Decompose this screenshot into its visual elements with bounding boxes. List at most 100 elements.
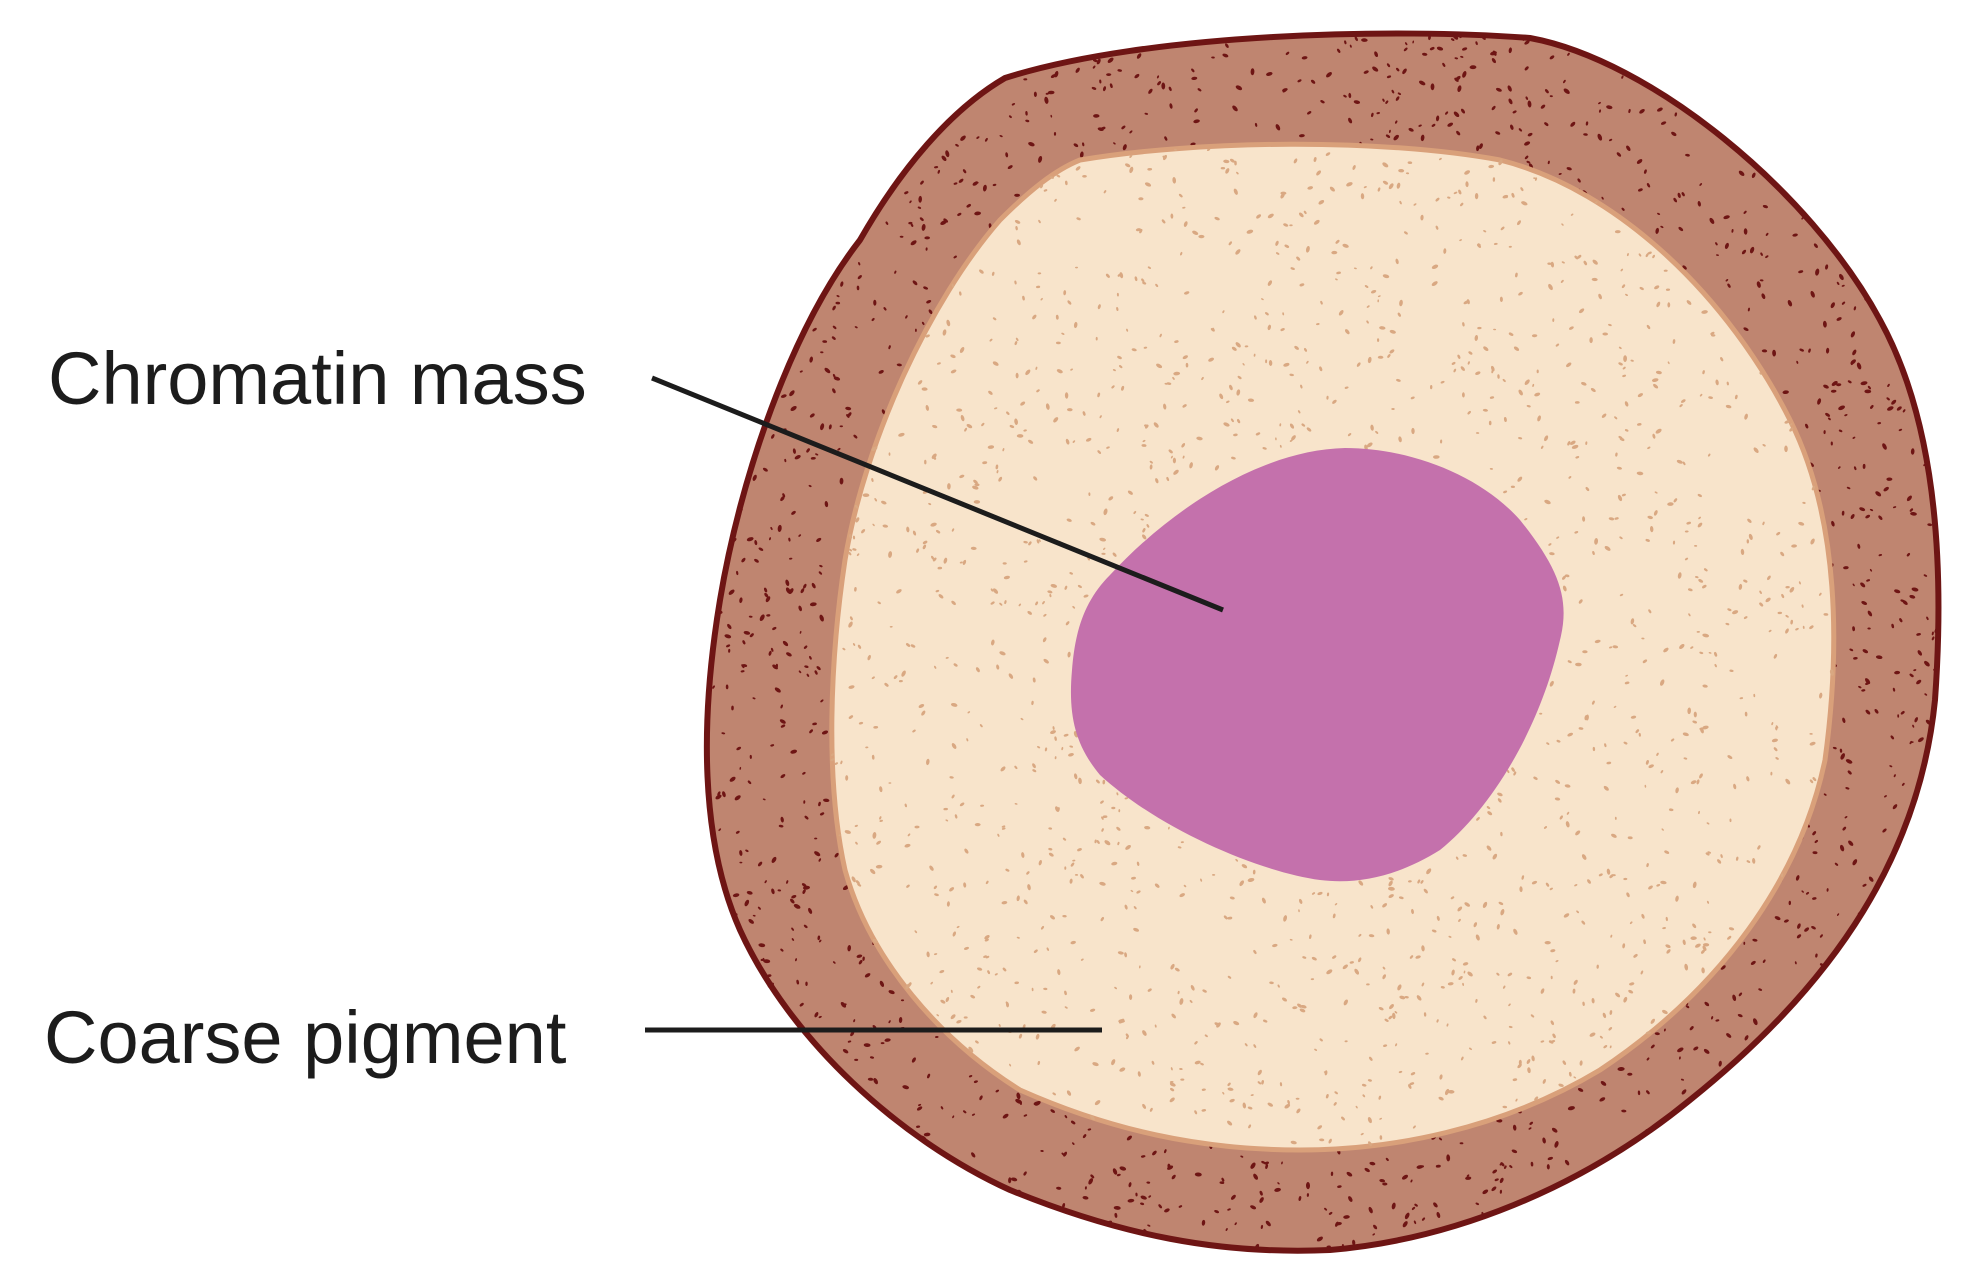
pigment-dot	[1530, 1161, 1534, 1167]
pigment-dot	[1692, 881, 1697, 889]
pigment-dot	[1653, 510, 1658, 516]
pigment-dot	[1589, 1032, 1596, 1037]
pigment-dot	[1695, 576, 1699, 579]
pigment-dot	[1628, 108, 1631, 114]
pigment-dot	[1091, 86, 1097, 90]
pigment-dot	[1690, 646, 1694, 649]
pigment-dot	[1367, 1117, 1372, 1124]
pigment-dot	[1801, 890, 1804, 893]
pigment-dot	[1859, 507, 1866, 512]
pigment-dot	[848, 621, 853, 628]
pigment-dot	[1303, 210, 1307, 215]
pigment-dot	[817, 935, 821, 941]
pigment-dot	[1408, 880, 1412, 883]
pigment-dot	[1239, 880, 1245, 887]
pigment-dot	[1180, 1078, 1185, 1081]
pigment-dot	[1457, 85, 1462, 93]
pigment-dot	[1222, 53, 1229, 58]
pigment-dot	[889, 625, 893, 628]
pigment-dot	[1578, 308, 1585, 314]
pigment-dot	[1664, 850, 1670, 854]
pigment-dot	[1830, 441, 1833, 446]
pigment-dot	[1699, 393, 1703, 397]
pigment-dot	[976, 136, 980, 139]
pigment-dot	[1457, 354, 1461, 359]
pigment-dot	[1652, 254, 1655, 259]
pigment-dot	[949, 776, 954, 779]
pigment-dot	[762, 798, 766, 801]
pigment-dot	[1914, 717, 1918, 723]
pigment-dot	[1896, 406, 1902, 411]
pigment-dot	[956, 925, 960, 929]
pigment-dot	[1609, 1045, 1612, 1049]
pigment-dot	[987, 445, 995, 449]
pigment-dot	[1343, 999, 1348, 1006]
pigment-dot	[1360, 1132, 1364, 1136]
pigment-dot	[1611, 833, 1617, 838]
pigment-dot	[904, 803, 907, 808]
pigment-dot	[1170, 455, 1173, 459]
pigment-dot	[1096, 779, 1100, 784]
pigment-dot	[1032, 314, 1037, 320]
pigment-dot	[728, 589, 735, 595]
pigment-dot	[778, 824, 784, 828]
pigment-dot	[1771, 738, 1778, 743]
pigment-dot	[852, 643, 856, 646]
pigment-dot	[877, 601, 881, 605]
pigment-dot	[822, 340, 828, 343]
pigment-dot	[1532, 383, 1535, 387]
pigment-dot	[1168, 826, 1170, 830]
pigment-dot	[1467, 971, 1473, 977]
pigment-dot	[1549, 95, 1553, 98]
pigment-dot	[832, 961, 836, 964]
pigment-dot	[1725, 279, 1729, 282]
pigment-dot	[1638, 188, 1643, 192]
pigment-dot	[1431, 264, 1439, 270]
pigment-dot	[1190, 985, 1195, 991]
pigment-dot	[1403, 47, 1408, 52]
pigment-dot	[945, 656, 949, 659]
pigment-dot	[818, 939, 822, 943]
pigment-dot	[766, 974, 772, 978]
pigment-dot	[1261, 298, 1264, 301]
pigment-dot	[1302, 33, 1308, 38]
pigment-dot	[1072, 440, 1076, 443]
pigment-dot	[1142, 1030, 1147, 1036]
pigment-dot	[1146, 1181, 1151, 1184]
pigment-dot	[1070, 862, 1075, 867]
pigment-dot	[1562, 585, 1567, 592]
pigment-dot	[870, 868, 876, 875]
pigment-dot	[1031, 987, 1034, 992]
pigment-dot	[1049, 915, 1056, 920]
pigment-dot	[1684, 557, 1689, 561]
pigment-dot	[1231, 456, 1236, 460]
pigment-dot	[849, 534, 853, 539]
pigment-dot	[1290, 267, 1295, 270]
pigment-dot	[1219, 393, 1224, 400]
pigment-dot	[1462, 322, 1465, 327]
pigment-dot	[1784, 420, 1790, 424]
pigment-dot	[839, 477, 844, 485]
pigment-dot	[1411, 427, 1415, 435]
pigment-dot	[1374, 51, 1379, 58]
pigment-dot	[1364, 1167, 1370, 1173]
pigment-dot	[1134, 276, 1138, 282]
pigment-dot	[1106, 1220, 1113, 1225]
pigment-dot	[1812, 831, 1817, 836]
pigment-dot	[1349, 44, 1352, 48]
pigment-dot	[1275, 252, 1280, 255]
pigment-dot	[1055, 314, 1059, 320]
pigment-dot	[1702, 584, 1707, 589]
pigment-dot	[1260, 1224, 1264, 1229]
pigment-dot	[1300, 1004, 1307, 1009]
pigment-dot	[904, 191, 909, 195]
pigment-dot	[735, 830, 740, 834]
pigment-dot	[1229, 896, 1235, 900]
pigment-dot	[1407, 161, 1413, 165]
pigment-dot	[1527, 132, 1533, 137]
pigment-dot	[1801, 604, 1804, 608]
pigment-dot	[1865, 514, 1871, 519]
pigment-dot	[1646, 1090, 1650, 1095]
pigment-dot	[1185, 362, 1189, 368]
pigment-dot	[1468, 351, 1473, 355]
